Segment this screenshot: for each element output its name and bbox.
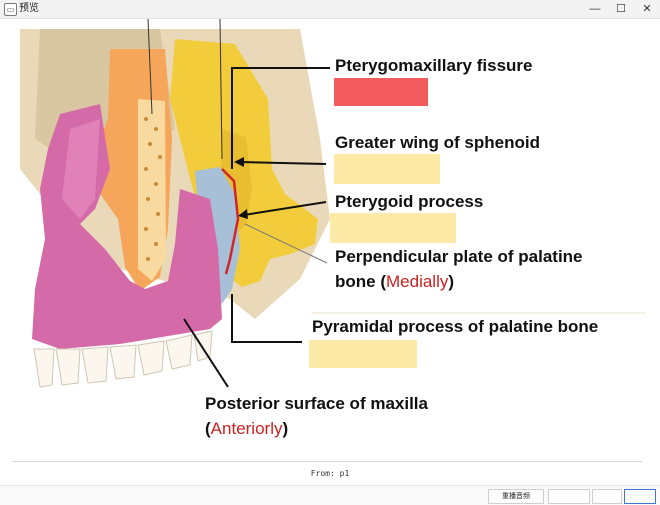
label-greater-wing: Greater wing of sphenoid: [335, 133, 540, 152]
arrowhead-pterygoid: [238, 209, 248, 219]
bottom-toolbar: 重播音频: [0, 485, 660, 505]
label-bone-suffix: ): [448, 272, 455, 291]
skull-illustration: [20, 19, 645, 388]
guide-line-left: [147, 19, 153, 115]
pointer-pterygoid: [243, 201, 327, 216]
label-posterior-surface: Posterior surface of maxilla: [205, 394, 428, 413]
label-paren-open: (: [205, 419, 211, 438]
pointer-posterior: [183, 318, 229, 388]
close-button[interactable]: ✕: [642, 3, 652, 15]
slide-canvas: Pterygomaxillary fissure Greater wing of…: [0, 19, 660, 460]
label-perpendicular-plate: Perpendicular plate of palatine: [335, 247, 583, 266]
minimize-button[interactable]: —: [589, 3, 601, 15]
pointer-pyramidal: [231, 294, 302, 343]
answer-box-cream-3: [309, 340, 417, 368]
pointer-greater-wing: [239, 161, 327, 165]
maxilla-highlight: [62, 119, 100, 219]
label-anteriorly: Anteriorly: [210, 419, 283, 438]
pointer-pterygomaxillary: [231, 67, 330, 169]
toolbar-button-4[interactable]: [624, 489, 656, 504]
source-footer: From: p1: [310, 469, 350, 478]
maximize-button[interactable]: ☐: [616, 3, 626, 15]
guide-line-mid: [219, 19, 223, 160]
pointer-perpendicular: [244, 223, 328, 264]
window-title: 预览: [19, 3, 39, 14]
answer-box-cream-1: [334, 154, 440, 184]
label-paren-close: ): [282, 419, 289, 438]
label-pyramidal-process: Pyramidal process of palatine bone: [312, 317, 599, 336]
fissure-outline: [221, 168, 240, 275]
toolbar-button-3[interactable]: [592, 489, 622, 504]
footer-divider: [12, 461, 642, 462]
trabecular-pattern: [144, 117, 162, 261]
zygomatic-trabecular: [138, 99, 166, 281]
teeth-row: [33, 330, 213, 388]
label-pterygomaxillary-fissure: Pterygomaxillary fissure: [335, 56, 533, 75]
replay-audio-button[interactable]: 重播音频: [488, 489, 544, 504]
answer-box-cream-2: [330, 213, 456, 243]
toolbar-button-2[interactable]: [548, 489, 590, 504]
arrowhead-greater-wing: [234, 157, 244, 167]
label-perpendicular-plate-line2: bone (Medially): [335, 270, 454, 294]
document-icon: ▭: [4, 3, 17, 16]
window-titlebar: ▭ 预览 — ☐ ✕: [0, 0, 660, 19]
label-posterior-surface-line2: (Anteriorly): [205, 417, 288, 441]
label-bone-prefix: bone (: [335, 272, 386, 291]
label-medially: Medially: [386, 272, 449, 291]
label-pterygoid-process: Pterygoid process: [335, 192, 484, 211]
answer-box-red: [334, 78, 428, 106]
